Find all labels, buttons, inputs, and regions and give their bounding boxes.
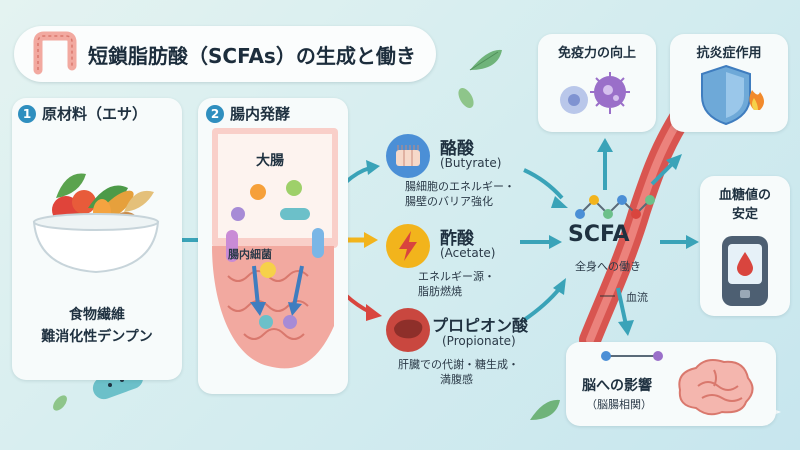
- molecule-icon: [575, 195, 655, 219]
- blood-flow-label: 血流: [626, 291, 648, 304]
- colon-diagram: [212, 128, 338, 369]
- propionate-desc2: 満腹感: [440, 373, 473, 386]
- step2-number: 2: [206, 105, 224, 123]
- leaf-icon: [469, 49, 502, 71]
- lightning-icon: [386, 224, 430, 268]
- brain-line2: （脳腸相関）: [586, 398, 652, 411]
- acetate-desc1: エネルギー源・: [418, 270, 495, 283]
- shield-icon: [701, 64, 764, 126]
- colon-label: 大腸: [256, 153, 284, 169]
- liver-icon: [386, 308, 430, 352]
- scfa-title: SCFA: [568, 222, 630, 247]
- intestinal-cell-icon: [386, 134, 430, 178]
- virus-icon: [560, 72, 630, 114]
- butyrate-desc1: 腸細胞のエネルギー・: [405, 180, 515, 193]
- acetate-en: (Acetate): [440, 246, 496, 260]
- immune-label: 免疫力の向上: [557, 46, 636, 61]
- vegetable-bowl-icon: [32, 173, 160, 274]
- step1-number: 1: [18, 105, 36, 123]
- page-title: 短鎖脂肪酸（SCFAs）の生成と働き: [88, 44, 416, 68]
- step2-label: 腸内発酵: [230, 105, 291, 123]
- glucose-meter-icon: [722, 236, 768, 306]
- butyrate-name: 酪酸: [440, 139, 474, 159]
- brain-icon: [601, 351, 754, 416]
- propionate-name: プロピオン酸: [432, 316, 529, 335]
- food-fiber-label: 食物繊維: [69, 307, 125, 323]
- anti-inflammatory-label: 抗炎症作用: [696, 46, 762, 61]
- blood-sugar-line1: 血糖値の: [718, 188, 771, 203]
- leaf-icon: [530, 399, 560, 420]
- step1-label: 原材料（エサ）: [42, 105, 148, 123]
- step1-heading: 1 原材料（エサ）: [18, 103, 147, 124]
- butyrate-desc2: 腸壁のバリア強化: [405, 195, 493, 208]
- blood-sugar-line2: 安定: [731, 207, 758, 222]
- step2-heading: 2 腸内発酵: [206, 103, 290, 124]
- butyrate-en: (Butyrate): [440, 156, 502, 170]
- propionate-desc1: 肝臓での代謝・糖生成・: [398, 358, 519, 371]
- bacteria-icon: [226, 180, 324, 329]
- title-banner: [14, 26, 436, 82]
- propionate-en: (Propionate): [442, 334, 516, 348]
- acetate-name: 酢酸: [440, 229, 474, 249]
- resistant-starch-label: 難消化性デンプン: [41, 329, 153, 345]
- scfa-subtitle: 全身への働き: [575, 260, 641, 273]
- gut-bacteria-label: 腸内細菌: [228, 248, 272, 261]
- intestine-icon: [33, 31, 77, 75]
- acetate-desc2: 脂肪燃焼: [418, 285, 462, 298]
- brain-line1: 脳への影響: [582, 378, 652, 394]
